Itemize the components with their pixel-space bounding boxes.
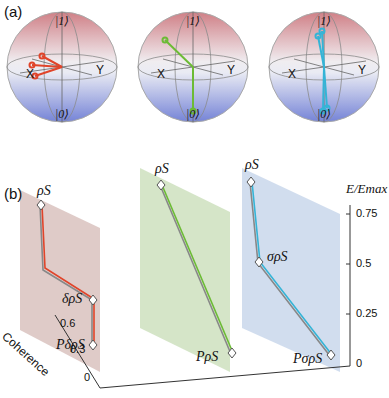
state-label: σρS [267, 250, 288, 264]
state-label: ρS [37, 184, 51, 198]
bloch-sphere [7, 12, 117, 122]
state-label: PσρS [293, 352, 322, 366]
plane [140, 168, 230, 372]
axis-label: X [26, 68, 34, 80]
plane [20, 190, 100, 372]
axes [55, 205, 350, 388]
axis-label: Y [227, 64, 235, 76]
plane [242, 168, 340, 372]
state-label: PρS [196, 350, 218, 364]
tick-label: 0.25 [356, 308, 377, 319]
tick-label: 0.5 [356, 258, 371, 269]
axis-label: X [288, 68, 296, 80]
ket-label: |1⟩ [55, 15, 69, 27]
tick-label: 0.75 [356, 208, 377, 219]
state-label: ρS [245, 158, 259, 172]
ket-label: |1⟩ [317, 15, 331, 27]
axis-label: Y [358, 64, 366, 76]
tick-label: 0 [84, 372, 90, 383]
axis-title: E/Emax [346, 182, 387, 195]
bloch-sphere [138, 12, 248, 122]
tick-label: 0.3 [70, 344, 85, 355]
state-label: ρS [155, 162, 169, 176]
panel-label: (a) [4, 4, 22, 19]
ket-label: |0⟩ [186, 108, 200, 120]
state-label: δρS [62, 292, 82, 306]
ket-label: |0⟩ [55, 108, 69, 120]
ket-label: |0⟩ [317, 108, 331, 120]
tick-label: 0 [356, 358, 362, 369]
bloch-sphere [269, 12, 379, 122]
trajectory [40, 182, 332, 356]
tick-label: 0.6 [60, 318, 75, 329]
point-marker [37, 177, 335, 360]
axis-label: X [157, 68, 165, 80]
axis-label: Y [96, 64, 104, 76]
panel-label: (b) [4, 186, 22, 201]
ket-label: |1⟩ [186, 15, 200, 27]
